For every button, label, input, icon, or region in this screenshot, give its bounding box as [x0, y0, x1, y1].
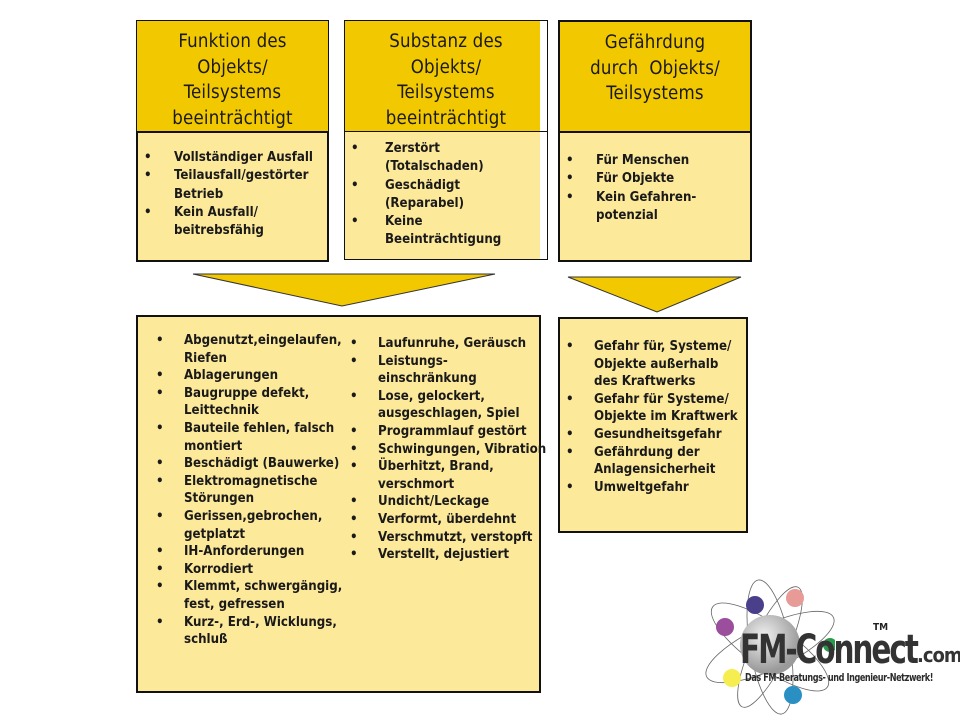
header-funktion: Funktion des Objekts/ Teilsystems beeint… — [136, 20, 329, 132]
fm-connect-logo: TM FM-Connect .com Das FM-Beratungs- und… — [695, 575, 960, 720]
list-item: Für Objekte — [560, 170, 746, 189]
box-gefaehrdung-items: Für Menschen Für Objekte Kein Gefahren-p… — [558, 131, 752, 262]
box-substanz-items: Zerstört (Totalschaden) Geschädigt (Repa… — [344, 131, 548, 260]
list-item: Bauteile fehlen, falsch montiert — [154, 420, 346, 455]
list-item: Programmlauf gestört — [348, 423, 548, 441]
box-damage-causes: Abgenutzt,eingelaufen, Riefen Ablagerung… — [136, 315, 546, 693]
list-item: Gefährdung der Anlagensicherheit — [564, 444, 744, 479]
list-item: Gerissen,gebrochen, getplatzt — [154, 508, 346, 543]
list-item: Gefahr für, Systeme/ Objekte außerhalb d… — [564, 338, 744, 391]
down-arrow-icon — [192, 273, 496, 307]
list-item: Ablagerungen — [154, 367, 346, 385]
header-line: Teilsystems — [606, 83, 704, 104]
header-line: beeinträchtigt — [385, 107, 507, 129]
header-substanz: Substanz des Objekts/ Teilsystems beeint… — [344, 20, 548, 131]
header-line: Teilsystems — [397, 82, 495, 103]
header-line: beeinträchtigt — [172, 107, 293, 129]
list-item: Lose, gelockert, ausgeschlagen, Spiel — [348, 388, 548, 423]
list-item: Beschädigt (Bauwerke) — [154, 455, 346, 473]
list-item: Keine Beeinträchtigung — [345, 213, 525, 250]
list-item: Geschädigt (Reparabel) — [345, 177, 505, 214]
damage-causes-left: Abgenutzt,eingelaufen, Riefen Ablagerung… — [154, 332, 346, 649]
box-funktion-items: Vollständiger Ausfall Teilausfall/gestör… — [136, 131, 329, 262]
list-item: Für Menschen — [560, 152, 746, 171]
list-item: Schwingungen, Vibration — [348, 441, 548, 459]
logo-brand-row: FM-Connect — [740, 630, 956, 670]
list-item: Verformt, überdehnt — [348, 511, 548, 529]
list-item: Überhitzt, Brand, verschmort — [348, 458, 498, 493]
list-item: Korrodiert — [154, 561, 346, 579]
header-line: Objekts/ — [410, 56, 482, 78]
list-item: Umweltgefahr — [564, 479, 744, 497]
list-item: IH-Anforderungen — [154, 543, 346, 561]
list-item: Abgenutzt,eingelaufen, Riefen — [154, 332, 346, 367]
down-arrow-icon — [567, 276, 742, 313]
header-line: Gefährdung — [604, 32, 706, 53]
logo-trademark: TM — [873, 622, 889, 633]
list-item: Leistungs-einschränkung — [348, 353, 478, 388]
list-item: Baugruppe defekt, Leittechnik — [154, 385, 346, 420]
list-item: Verstellt, dejustiert — [348, 546, 548, 564]
list-item: Elektromagnetische Störungen — [154, 473, 346, 508]
list-item: Kein Gefahren-potenzial — [560, 189, 706, 226]
header-line: Teilsystems — [183, 82, 282, 103]
list-item: Laufunruhe, Geräusch — [348, 335, 548, 353]
list-item: Teilausfall/gestörter Betrieb — [138, 167, 323, 204]
list-item: Zerstört (Totalschaden) — [345, 140, 505, 177]
header-line: Substanz des — [389, 31, 503, 52]
list-item: Gefahr für Systeme/ Objekte im Kraftwerk — [564, 391, 744, 426]
list-item: Klemmt, schwergängig, fest, gefressen — [154, 578, 346, 613]
logo-domain: .com — [917, 643, 960, 667]
logo-tagline: Das FM-Beratungs- und Ingenieur-Netzwerk… — [745, 671, 934, 684]
list-item: Kein Ausfall/ beitrebsfähig — [138, 204, 323, 241]
list-item: Vollständiger Ausfall — [138, 149, 323, 168]
header-line: durch Objekts/ — [590, 57, 720, 79]
list-item: Verschmutzt, verstopft — [348, 529, 548, 547]
list-item: Gesundheitsgefahr — [564, 426, 744, 444]
header-line: Objekts/ — [197, 56, 268, 78]
header-line: Funktion des — [178, 31, 287, 52]
atom-icon — [705, 579, 835, 715]
header-gefaehrdung: Gefährdung durch Objekts/ Teilsystems — [558, 20, 752, 133]
list-item: Undicht/Leckage — [348, 493, 548, 511]
damage-causes-right: Laufunruhe, Geräusch Leistungs-einschrän… — [348, 335, 548, 564]
list-item: Kurz-, Erd-, Wicklungs, schluß — [154, 614, 346, 649]
logo-brand: FM-Connect — [740, 627, 919, 673]
box-hazards: Gefahr für, Systeme/ Objekte außerhalb d… — [558, 317, 748, 533]
